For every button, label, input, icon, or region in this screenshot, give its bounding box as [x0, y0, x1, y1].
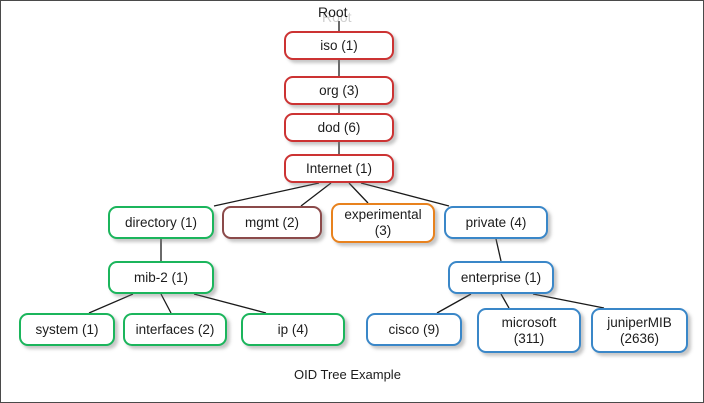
node-microsoft[interactable]: microsoft (311) [477, 308, 581, 353]
edge-private-to-enterprise [495, 238, 502, 262]
node-directory[interactable]: directory (1) [108, 206, 214, 239]
node-label-system: system (1) [35, 321, 99, 337]
node-experimental[interactable]: experimental (3) [331, 203, 435, 243]
edge-enterprise-to-cisco [436, 293, 472, 314]
node-label-microsoft: microsoft (311) [501, 314, 557, 346]
node-label-cisco: cisco (9) [388, 321, 440, 337]
root-label-shadow: Root [322, 9, 352, 25]
node-org[interactable]: org (3) [284, 76, 394, 105]
node-private[interactable]: private (4) [444, 206, 548, 239]
node-iso[interactable]: iso (1) [284, 31, 394, 60]
node-label-internet: Internet (1) [305, 160, 373, 176]
node-mgmt[interactable]: mgmt (2) [222, 206, 322, 239]
root-label: Root [318, 4, 348, 20]
node-label-enterprise: enterprise (1) [460, 269, 542, 285]
node-ip[interactable]: ip (4) [241, 313, 345, 346]
node-label-dod: dod (6) [317, 119, 361, 135]
edge-mib2-to-interfaces [160, 293, 172, 314]
edge-enterprise-to-juniperMIB [532, 293, 605, 309]
node-internet[interactable]: Internet (1) [284, 154, 394, 183]
edge-internet-to-directory [213, 182, 320, 207]
edge-enterprise-to-microsoft [500, 293, 510, 309]
node-system[interactable]: system (1) [19, 313, 115, 346]
edge-internet-to-experimental [348, 182, 369, 204]
edge-mib2-to-ip [193, 293, 267, 314]
node-juniperMIB[interactable]: juniperMIB (2636) [591, 308, 688, 353]
node-mib2[interactable]: mib-2 (1) [108, 261, 214, 294]
edge-mib2-to-system [88, 293, 134, 314]
edge-internet-to-mgmt [300, 182, 332, 207]
node-label-iso: iso (1) [320, 37, 358, 53]
node-label-mgmt: mgmt (2) [245, 214, 299, 230]
node-label-directory: directory (1) [124, 214, 197, 230]
node-label-interfaces: interfaces (2) [135, 321, 215, 337]
node-label-org: org (3) [319, 82, 359, 98]
node-label-juniperMIB: juniperMIB (2636) [607, 314, 672, 346]
node-label-experimental: experimental (3) [344, 207, 422, 238]
node-cisco[interactable]: cisco (9) [366, 313, 462, 346]
node-enterprise[interactable]: enterprise (1) [448, 261, 554, 294]
node-dod[interactable]: dod (6) [284, 113, 394, 142]
node-label-mib2: mib-2 (1) [133, 269, 188, 285]
node-label-ip: ip (4) [277, 321, 309, 337]
node-interfaces[interactable]: interfaces (2) [123, 313, 227, 346]
diagram-caption: OID Tree Example [294, 367, 401, 382]
node-label-private: private (4) [465, 214, 527, 230]
